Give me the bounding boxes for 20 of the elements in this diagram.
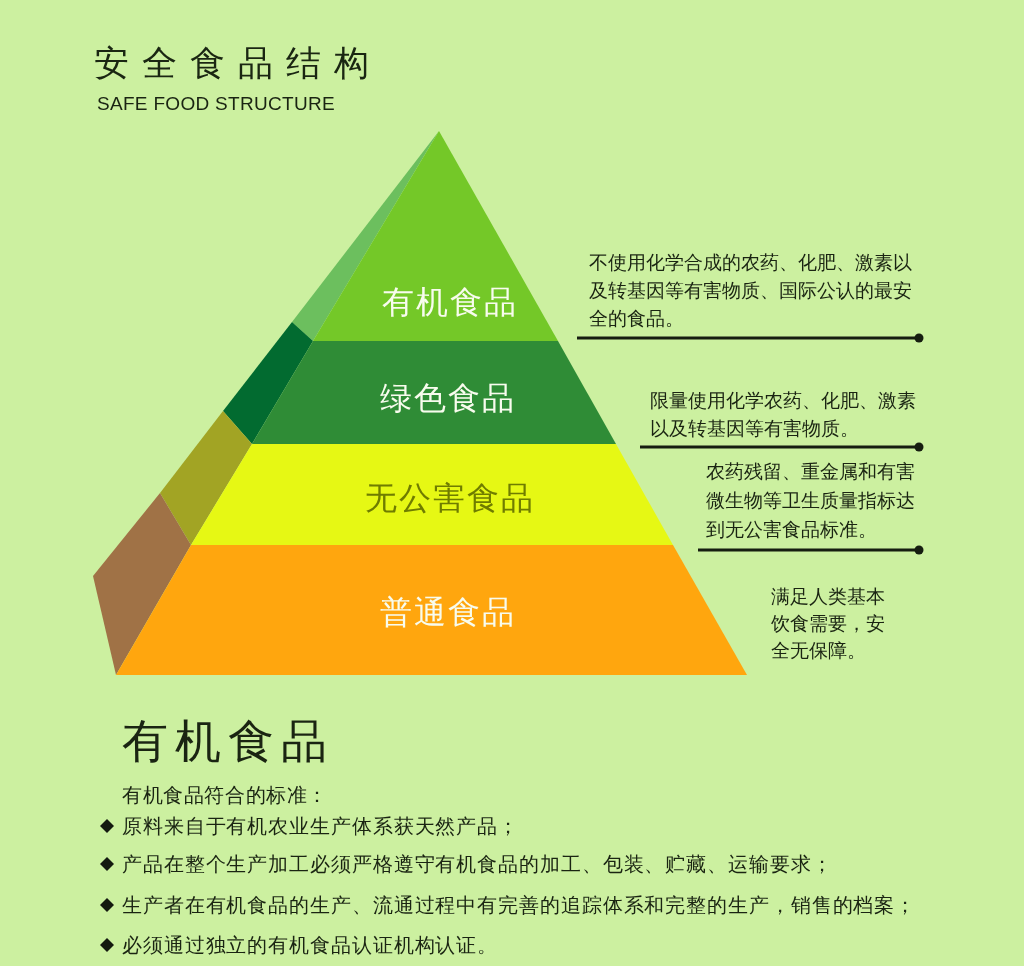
bullet-text: 必须通过独立的有机食品认证机构认证。 (122, 932, 499, 959)
title: 安全食品结构 (94, 42, 382, 85)
pyramid-tier (116, 545, 747, 675)
bullet-text: 原料来自于有机农业生产体系获天然产品； (122, 813, 520, 840)
description-text: 不使用化学合成的农药、化肥、激素以及转基因等有害物质、国际公认的最安全的食品。 (589, 250, 913, 331)
description-text: 农药残留、重金属和有害微生物等卫生质量指标达到无公害食品标准。 (706, 459, 916, 542)
tier-label: 普通食品 (380, 593, 516, 631)
bullet-text: 产品在整个生产加工必须严格遵守有机食品的加工、包装、贮藏、运输要求； (122, 851, 833, 878)
pyramid-tier (313, 131, 558, 341)
pyramid-tier (191, 444, 673, 545)
tier-label: 绿色食品 (380, 379, 516, 417)
bullet-text: 生产者在有机食品的生产、流通过程中有完善的追踪体系和完整的生产，销售的档案； (122, 892, 917, 919)
section-heading: 有机食品 (122, 713, 334, 770)
description-text: 限量使用化学农药、化肥、激素以及转基因等有害物质。 (650, 388, 917, 441)
description-text: 满足人类基本饮食需要，安全无保障。 (771, 584, 886, 663)
tier-label: 无公害食品 (365, 479, 535, 517)
subtitle: SAFE FOOD STRUCTURE (97, 93, 335, 115)
tier-label: 有机食品 (382, 283, 518, 321)
pyramid-tier (252, 341, 616, 444)
intro-text: 有机食品符合的标准： (122, 782, 328, 809)
